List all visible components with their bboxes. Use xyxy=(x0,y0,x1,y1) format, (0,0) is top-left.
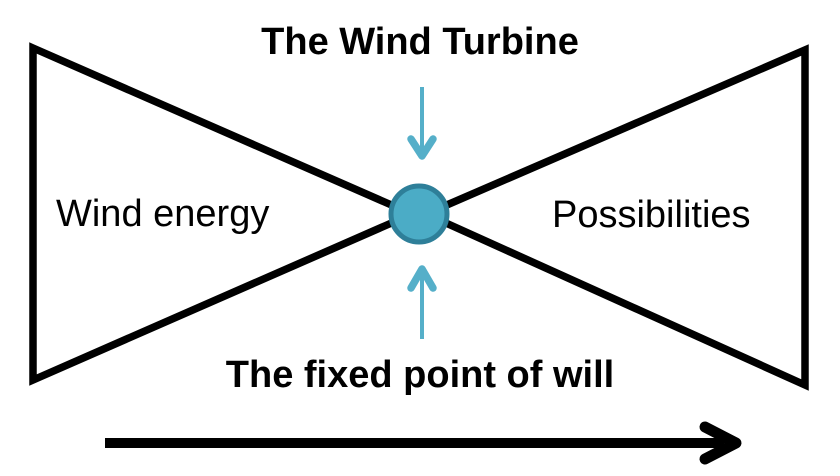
possibilities-label: Possibilities xyxy=(552,194,751,236)
wind-energy-label: Wind energy xyxy=(56,193,270,235)
down-arrow-icon xyxy=(407,87,437,160)
fixed-point-node xyxy=(388,183,450,245)
diagram-title: The Wind Turbine xyxy=(261,21,579,63)
flow-arrow-icon xyxy=(105,421,742,465)
up-arrow-head xyxy=(407,265,437,292)
up-arrow-icon xyxy=(407,265,437,339)
fixed-point-caption: The fixed point of will xyxy=(225,354,615,396)
wind-energy-triangle xyxy=(29,42,422,386)
down-arrow-head xyxy=(407,135,437,160)
possibilities-triangle xyxy=(416,44,809,391)
flow-arrow-head xyxy=(699,421,742,465)
